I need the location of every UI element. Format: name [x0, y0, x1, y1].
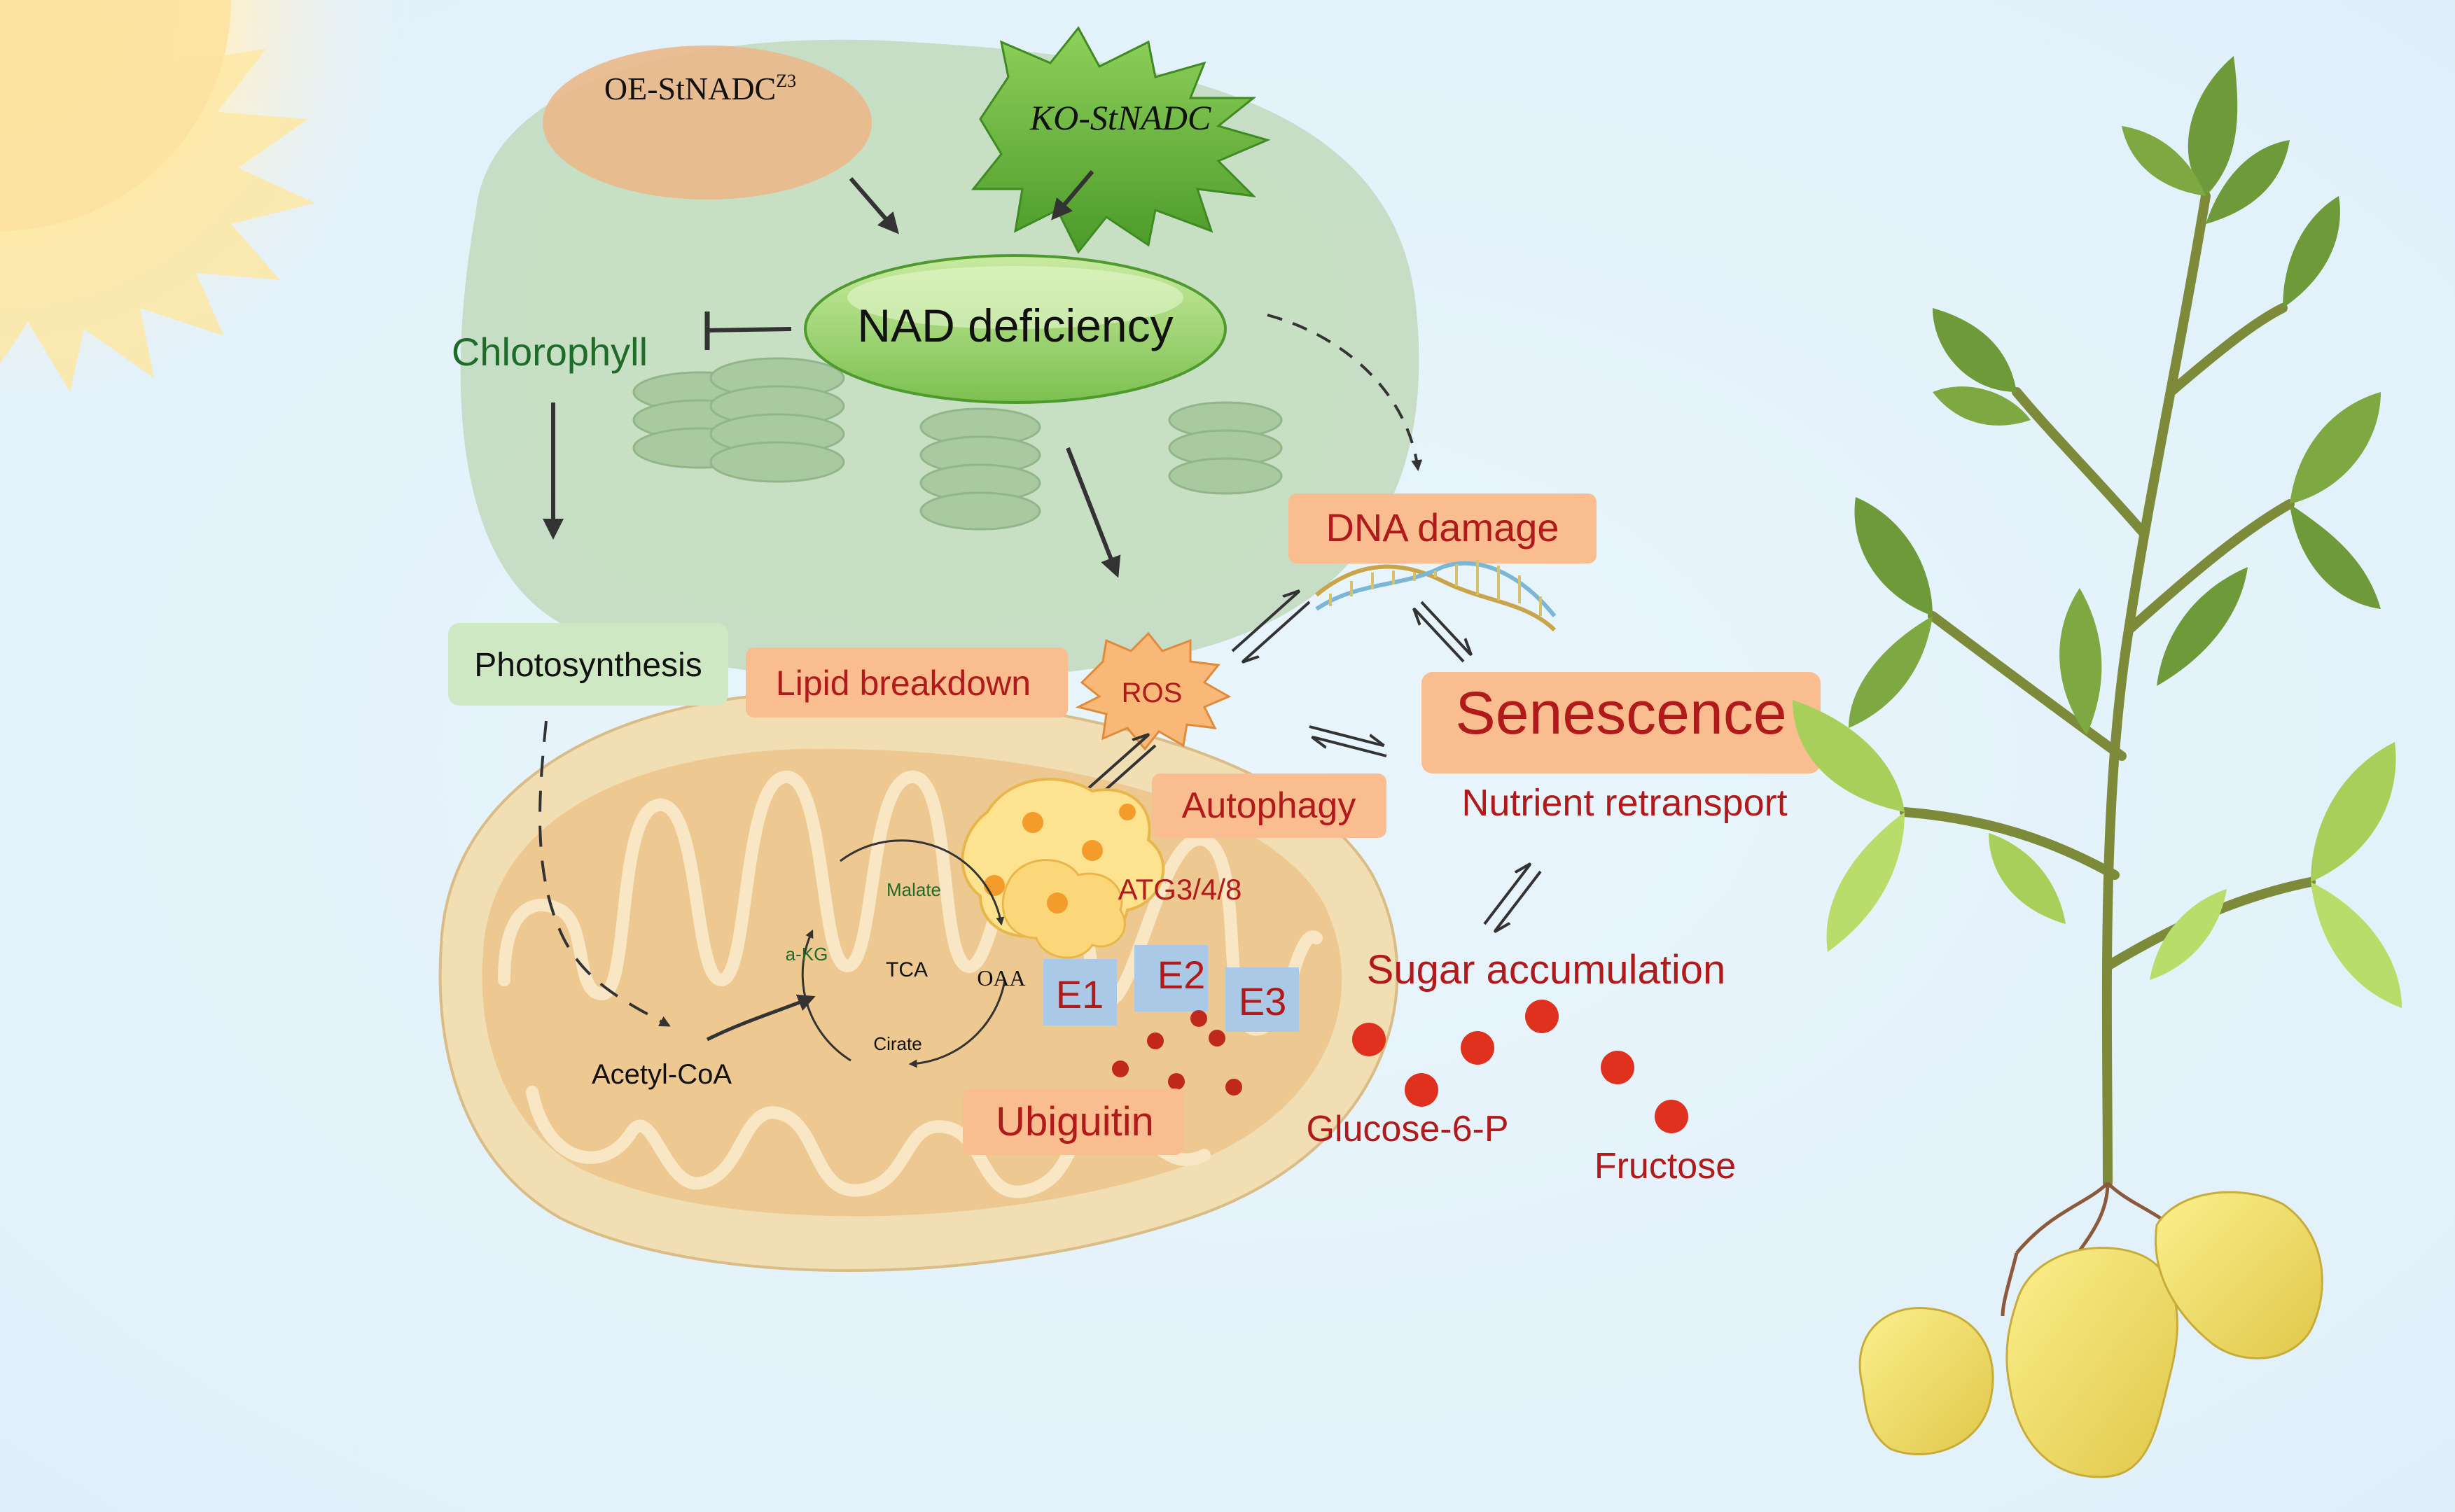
oaa-label: OAA [977, 965, 1025, 990]
photosynthesis-node: Photosynthesis [448, 623, 728, 706]
e1-label: E1 [1056, 972, 1104, 1016]
e2-node: E2 [1134, 945, 1208, 1011]
e2-label: E2 [1157, 953, 1206, 997]
autophagosome-icon [961, 778, 1165, 959]
akg-label: a-KG [786, 944, 828, 965]
arrow-dna-senescence [1414, 601, 1470, 663]
oe-stnadc-label: OE-StNADC [604, 71, 776, 106]
malate-label: Malate [886, 879, 941, 900]
arrow-acetyl-to-tca [706, 994, 816, 1042]
dna-helix-icon [1315, 560, 1557, 632]
arrow-sugar-nutrient [1483, 864, 1542, 931]
oe-stnadc-superscript: Z3 [776, 71, 796, 91]
ubiquitin-label: Ubiguitin [996, 1099, 1154, 1144]
ros-node: ROS [1075, 631, 1232, 751]
e3-node: E3 [1225, 967, 1299, 1032]
lipid-breakdown-label: Lipid breakdown [776, 664, 1031, 703]
arrow-autophagy-senescence [1309, 725, 1387, 757]
citrate-label: Cirate [873, 1033, 922, 1054]
sugar-dots [1352, 1000, 1688, 1133]
nad-deficiency-label: NAD deficiency [857, 300, 1173, 351]
ubiquitin-node: Ubiguitin [963, 1088, 1183, 1155]
glucose-6-p-label: Glucose-6-P [1307, 1109, 1509, 1149]
tca-label: TCA [886, 958, 928, 981]
chlorophyll-label: Chlorophyll [452, 330, 648, 374]
tca-cycle: TCA Malate a-KG OAA Cirate [786, 839, 1026, 1068]
arrow-oe-to-nad [849, 177, 899, 234]
senescence-label: Senescence [1455, 680, 1786, 747]
ubiquitin-dots [1112, 1010, 1242, 1096]
sugar-accumulation-label: Sugar accumulation [1367, 947, 1726, 993]
nad-deficiency-node: NAD deficiency [804, 254, 1227, 404]
dna-damage-node: DNA damage [1288, 493, 1597, 564]
oe-stnadc-node: OE-StNADCZ3 [543, 46, 872, 200]
arrow-nad-to-dna [1267, 314, 1423, 472]
autophagy-node: Autophagy [1152, 774, 1386, 838]
dna-damage-label: DNA damage [1326, 505, 1559, 550]
arrow-ros-dna [1231, 592, 1311, 662]
autophagy-label: Autophagy [1182, 785, 1356, 826]
fructose-label: Fructose [1594, 1146, 1736, 1186]
senescence-node: Senescence [1421, 672, 1821, 774]
ko-stnadc-label: KO-StNADC [1029, 98, 1211, 137]
e3-label: E3 [1239, 979, 1287, 1023]
ko-stnadc-node: KO-StNADC [971, 26, 1271, 254]
potato-plant-icon [1793, 56, 2402, 1478]
sun-icon [0, 0, 420, 420]
photosynthesis-label: Photosynthesis [474, 647, 702, 684]
nutrient-retransport-label: Nutrient retransport [1461, 782, 1787, 824]
lipid-breakdown-node: Lipid breakdown [746, 648, 1068, 718]
e1-node: E1 [1043, 959, 1117, 1026]
svg-text:OE-StNADCZ3: OE-StNADCZ3 [604, 71, 796, 106]
acetyl-coa-label: Acetyl-CoA [592, 1059, 732, 1090]
inhibit-chlorophyll [704, 312, 792, 350]
ros-label: ROS [1122, 678, 1183, 708]
atg-label: ATG3/4/8 [1118, 873, 1242, 906]
arrow-ko-to-nad [1051, 170, 1094, 220]
arrow-nad-to-ros [1066, 447, 1121, 578]
